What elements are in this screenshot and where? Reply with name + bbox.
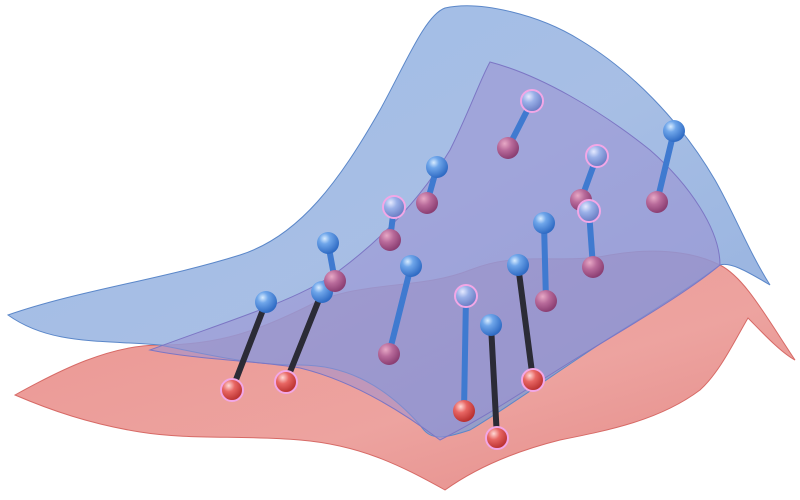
bottom-sphere (416, 192, 438, 214)
bond-rod (283, 289, 325, 385)
bond-rod (461, 293, 469, 414)
bottom-sphere (220, 378, 244, 402)
dimer-pair (533, 212, 557, 312)
bottom-sphere (535, 290, 557, 312)
bottom-sphere (646, 191, 668, 213)
bottom-sphere (497, 137, 519, 159)
top-sphere (454, 284, 478, 308)
bottom-sphere (274, 370, 298, 394)
dimer-pair (378, 255, 422, 365)
dimer-pair (317, 232, 346, 292)
top-sphere (663, 120, 685, 142)
bottom-sphere (521, 368, 545, 392)
top-sphere (426, 156, 448, 178)
top-sphere (520, 89, 544, 113)
dimer-pair (507, 254, 545, 392)
dimer-pair (220, 291, 277, 402)
bottom-sphere (324, 270, 346, 292)
bond-rod (488, 322, 500, 441)
top-sphere (400, 255, 422, 277)
bottom-sphere (453, 400, 475, 422)
top-sphere (317, 232, 339, 254)
bond-rod (229, 299, 269, 393)
bottom-sphere (582, 256, 604, 278)
dimer-pair (497, 89, 544, 159)
top-sphere (585, 144, 609, 168)
top-sphere (382, 195, 406, 219)
bond-rod (541, 220, 549, 304)
top-sphere (480, 314, 502, 336)
dimer-pair (416, 156, 448, 214)
dimer-pair (646, 120, 685, 213)
bottom-sphere (378, 343, 400, 365)
dimer-pair (453, 284, 478, 422)
top-sphere (533, 212, 555, 234)
dimer-pair (480, 314, 509, 450)
dimer-pair (577, 199, 604, 278)
dimer-pair (379, 195, 406, 251)
top-sphere (255, 291, 277, 313)
top-sphere (577, 199, 601, 223)
bottom-sphere (485, 426, 509, 450)
bottom-sphere (379, 229, 401, 251)
bond-rod (654, 128, 677, 205)
top-sphere (507, 254, 529, 276)
bond-rod (515, 262, 536, 383)
bond-rod (386, 263, 414, 357)
